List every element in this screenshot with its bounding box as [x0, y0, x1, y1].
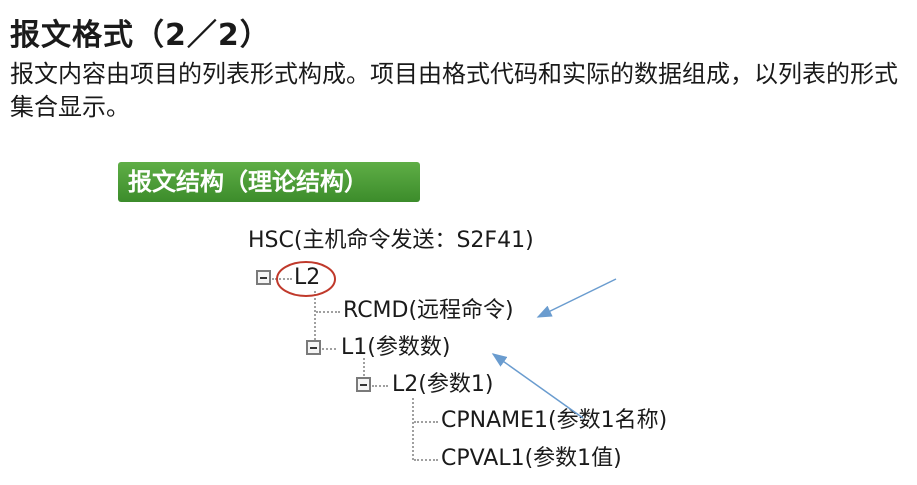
collapse-icon[interactable] — [356, 377, 371, 392]
tree-connector — [372, 385, 388, 387]
tree-node-cpname: CPNAME1(参数1名称) — [441, 408, 668, 433]
tree-root-label: HSC(主机命令发送：S2F41) — [248, 228, 534, 253]
tree-node-rcmd: RCMD(远程命令) — [343, 298, 514, 323]
tree-connector — [314, 291, 316, 348]
tree-connector — [412, 398, 414, 460]
tree-node-cpval: CPVAL1(参数1值) — [441, 446, 622, 471]
section-badge: 报文结构（理论结构） — [118, 162, 420, 202]
highlight-circle — [276, 261, 336, 297]
tree-connector — [363, 358, 365, 376]
collapse-icon[interactable] — [256, 270, 271, 285]
page-description: 报文内容由项目的列表形式构成。项目由格式代码和实际的数据组成，以列表的形式集合显… — [10, 60, 898, 121]
tree-connector — [322, 348, 336, 350]
tree-connector — [414, 459, 438, 461]
tree-connector — [272, 278, 292, 280]
collapse-icon[interactable] — [306, 340, 321, 355]
page-title: 报文格式（2／2） — [10, 18, 271, 53]
tree-node-l1: L1(参数数) — [341, 335, 451, 360]
tree-connector — [414, 421, 438, 423]
arrow-to-l1 — [491, 353, 584, 419]
tree-node-l2-param: L2(参数1) — [392, 372, 494, 397]
arrow-to-rcmd — [536, 278, 617, 318]
tree-connector — [316, 311, 340, 313]
tree-node-l2: L2 — [294, 265, 321, 290]
